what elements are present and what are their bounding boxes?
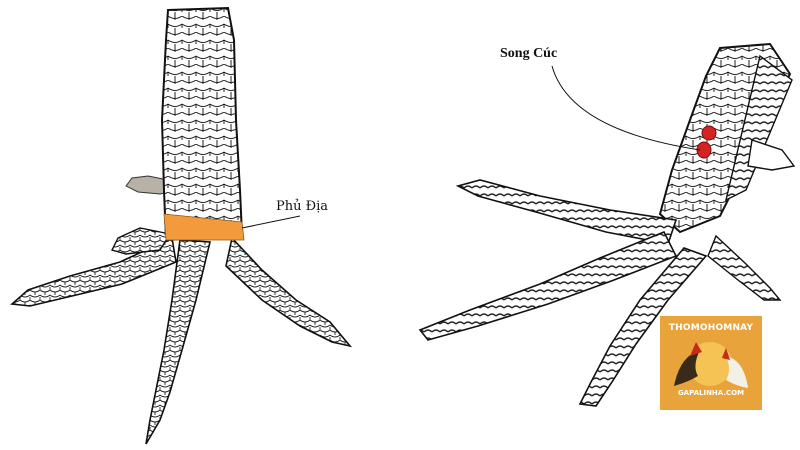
rooster-logo-icon: [674, 342, 748, 388]
right-right-toe: [707, 234, 782, 301]
right-back-toe: [455, 179, 678, 245]
left-foot-drawing: [10, 6, 353, 445]
watermark-logo: THOMOHOMNAY GAPALINHA.COM: [660, 316, 762, 410]
watermark-bottom-text: GAPALINHA.COM: [677, 389, 745, 397]
phu-dia-band: [163, 213, 245, 241]
left-middle-toe: [145, 239, 212, 445]
left-shank: [160, 6, 244, 242]
phu-dia-leader: [241, 215, 301, 229]
right-spur: [747, 139, 796, 171]
left-back-toe: [110, 227, 172, 255]
song-cuc-leader: [551, 65, 701, 151]
right-middle-toe: [578, 247, 708, 407]
right-shank-ribs: [724, 54, 793, 202]
left-right-toe: [225, 236, 353, 348]
song-cuc-label: Song Cúc: [500, 46, 558, 61]
watermark-top-text: THOMOHOMNAY: [668, 323, 754, 333]
right-foot-drawing: [418, 42, 796, 407]
left-outer-toe: [10, 236, 177, 307]
right-left-toe: [418, 230, 678, 341]
phu-dia-label: Phủ Địa: [276, 199, 329, 214]
song-cuc-dot-upper: [701, 125, 717, 141]
